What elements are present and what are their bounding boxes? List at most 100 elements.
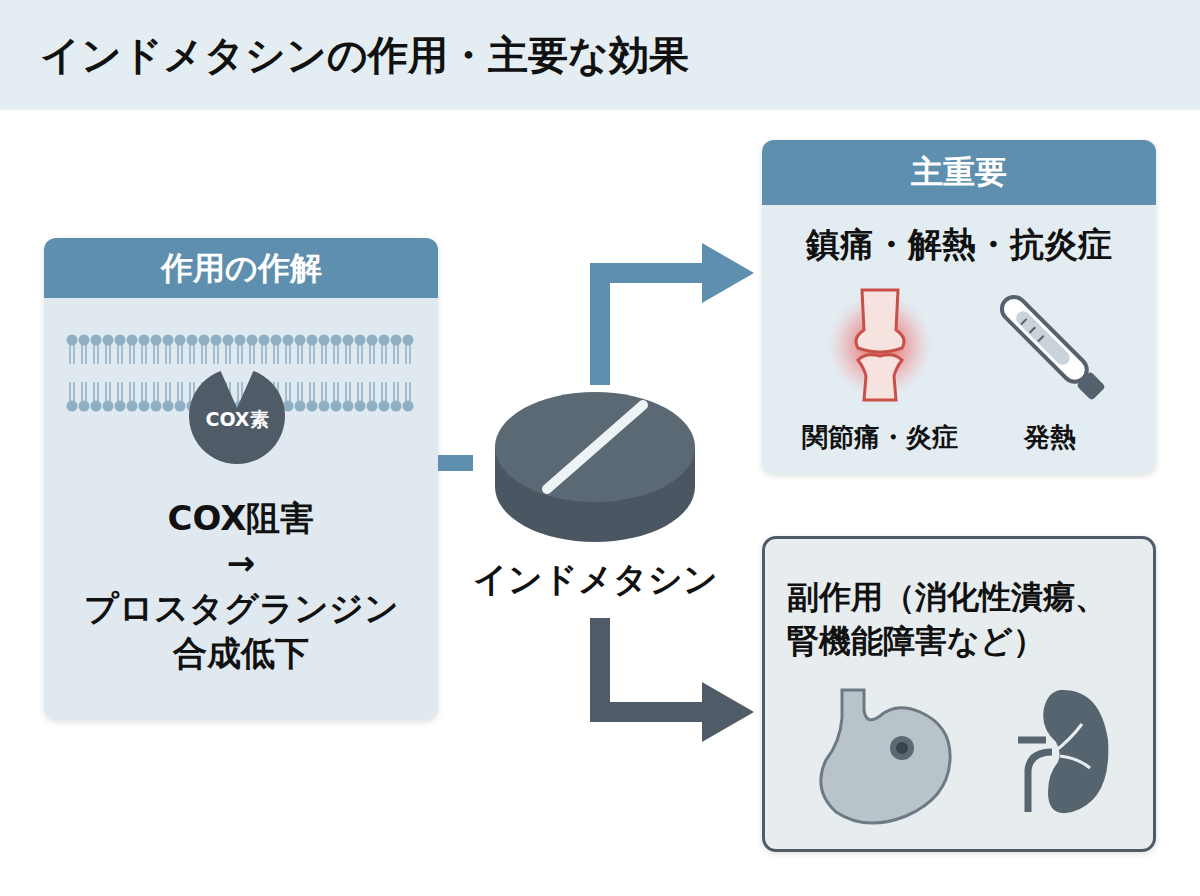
- lipid-tail: [93, 344, 95, 364]
- lipid-head: [391, 335, 402, 346]
- lipid-head: [343, 335, 354, 346]
- lipid-tail: [309, 382, 311, 402]
- arrow-head: [702, 243, 754, 303]
- lipid-tail: [109, 382, 111, 402]
- lipid-tail: [133, 344, 135, 364]
- lipid-tail: [265, 344, 267, 364]
- lipid-tail: [153, 382, 155, 402]
- lipid-head: [367, 401, 378, 412]
- lipid-tail: [229, 344, 231, 364]
- lipid-head: [343, 401, 354, 412]
- lipid-tail: [165, 382, 167, 402]
- lipid-tail: [129, 382, 131, 402]
- pill-top: [495, 392, 695, 502]
- lipid-tail: [145, 344, 147, 364]
- lipid-head: [67, 401, 78, 412]
- lipid-tail: [105, 344, 107, 364]
- lipid-head: [223, 335, 234, 346]
- lipid-tail: [297, 344, 299, 364]
- lipid-tail: [205, 344, 207, 364]
- lipid-tail: [361, 382, 363, 402]
- lipid-tail: [165, 344, 167, 364]
- lipid-tail: [157, 344, 159, 364]
- arrow-head: [702, 682, 754, 742]
- connector: [600, 243, 754, 385]
- lipid-tail: [373, 382, 375, 402]
- lipid-head: [295, 401, 306, 412]
- lipid-tail: [133, 382, 135, 402]
- text-line: 副作用（消化性潰瘍、: [787, 575, 1147, 619]
- lipid-tail: [189, 344, 191, 364]
- connector: [600, 618, 754, 742]
- lipid-head: [247, 335, 258, 346]
- lipid-tail: [189, 382, 191, 402]
- lipid-tail: [285, 344, 287, 364]
- lipid-tail: [97, 382, 99, 402]
- lipid-tail: [81, 382, 83, 402]
- lipid-tail: [349, 382, 351, 402]
- lipid-tail: [409, 382, 411, 402]
- lipid-tail: [297, 382, 299, 402]
- side-effects-text: 副作用（消化性潰瘍、 腎機能障害など）: [787, 575, 1147, 663]
- lipid-tail: [217, 344, 219, 364]
- lipid-tail: [397, 382, 399, 402]
- lipid-head: [307, 401, 318, 412]
- lipid-tail: [321, 344, 323, 364]
- lipid-tail: [141, 344, 143, 364]
- lipid-head: [139, 335, 150, 346]
- lipid-tail: [237, 344, 239, 364]
- lipid-tail: [225, 344, 227, 364]
- lipid-tail: [309, 344, 311, 364]
- lipid-tail: [325, 382, 327, 402]
- box-header: 主重要: [762, 140, 1156, 205]
- lipid-tail: [117, 344, 119, 364]
- lipid-head: [403, 401, 414, 412]
- lipid-tail: [369, 382, 371, 402]
- lipid-head: [151, 401, 162, 412]
- lipid-tail: [177, 344, 179, 364]
- lipid-head: [199, 335, 210, 346]
- lipid-tail: [213, 344, 215, 364]
- lipid-tail: [181, 344, 183, 364]
- lipid-tail: [157, 382, 159, 402]
- lipid-tail: [277, 344, 279, 364]
- text-line: 腎機能障害など）: [787, 619, 1147, 663]
- lipid-head: [187, 335, 198, 346]
- lipid-tail: [201, 344, 203, 364]
- lipid-tail: [409, 344, 411, 364]
- effects-text: 鎮痛・解熱・抗炎症: [762, 222, 1156, 266]
- lipid-tail: [249, 344, 251, 364]
- lipid-tail: [69, 344, 71, 364]
- lipid-tail: [325, 344, 327, 364]
- lipid-tail: [73, 344, 75, 364]
- icon-caption: 関節痛・炎症: [762, 420, 998, 454]
- lipid-tail: [93, 382, 95, 402]
- lipid-tail: [181, 382, 183, 402]
- enzyme-body: [189, 371, 285, 464]
- enzyme-label: COX素: [189, 406, 285, 432]
- lipid-head: [283, 335, 294, 346]
- lipid-tail: [129, 344, 131, 364]
- lipid-tail: [145, 382, 147, 402]
- text-line: COX阻害: [44, 496, 438, 541]
- lipid-head: [331, 401, 342, 412]
- lipid-tail: [289, 382, 291, 402]
- pill-groove: [547, 405, 643, 489]
- connector-line: [600, 618, 704, 712]
- lipid-head: [355, 335, 366, 346]
- text-line: 合成低下: [44, 631, 438, 676]
- lipid-head: [379, 401, 390, 412]
- connector: [438, 463, 473, 464]
- side-effects-box: 副作用（消化性潰瘍、 腎機能障害など）: [762, 536, 1156, 852]
- mechanism-text: COX阻害 → プロスタグランジン 合成低下: [44, 496, 438, 676]
- lipid-tail: [301, 382, 303, 402]
- lipid-head: [331, 335, 342, 346]
- lipid-tail: [313, 344, 315, 364]
- lipid-tail: [261, 344, 263, 364]
- lipid-tail: [333, 344, 335, 364]
- lipid-tail: [121, 382, 123, 402]
- icon-caption: 発熱: [970, 420, 1130, 454]
- lipid-tail: [241, 344, 243, 364]
- lipid-tail: [345, 382, 347, 402]
